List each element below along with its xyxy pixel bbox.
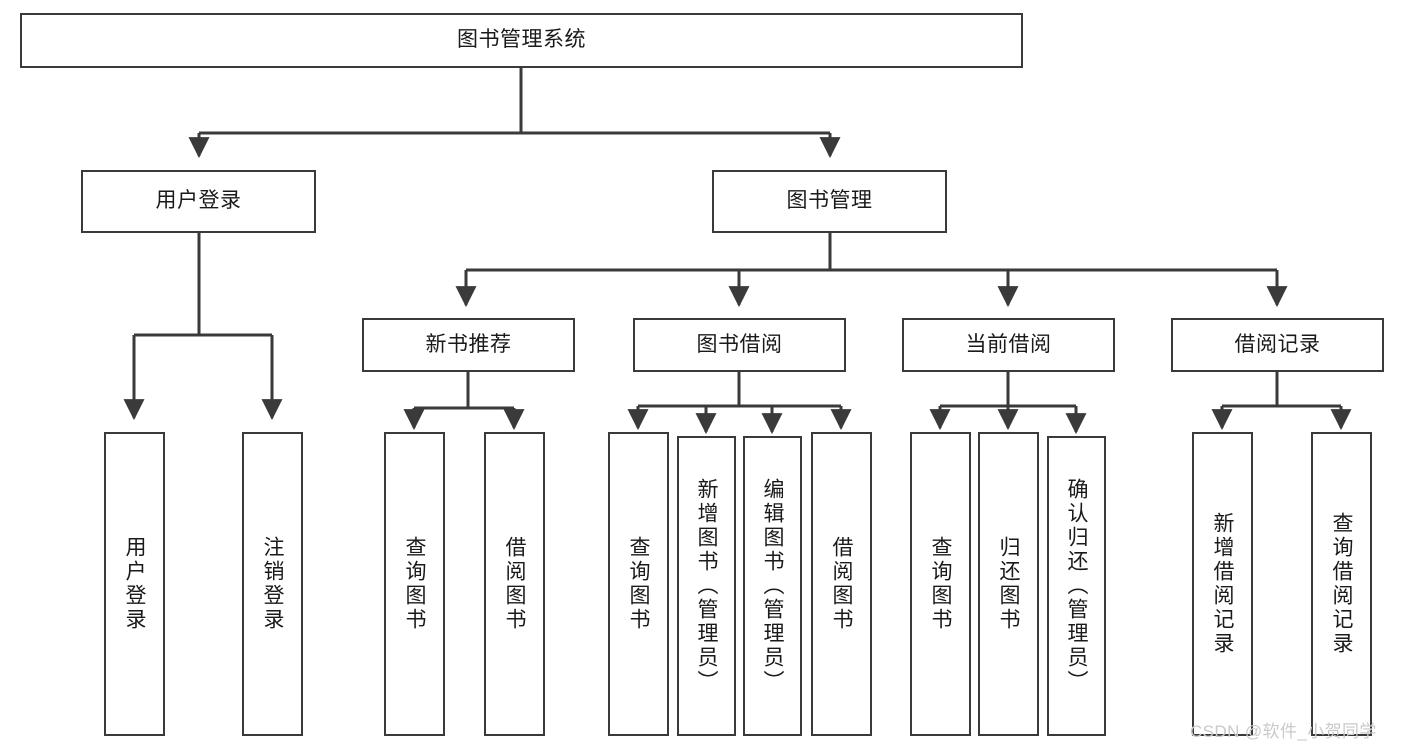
leaf-query-book-recommend[interactable]: 查询图书 (384, 432, 445, 736)
node-label: 查询图书 (929, 536, 952, 632)
node-label: 借阅记录 (1234, 332, 1321, 356)
node-borrow-record[interactable]: 借阅记录 (1171, 318, 1384, 372)
leaf-query-book-borrow[interactable]: 查询图书 (608, 432, 669, 736)
node-new-book-recommend[interactable]: 新书推荐 (362, 318, 575, 372)
leaf-add-borrow-record[interactable]: 新增借阅记录 (1192, 432, 1253, 736)
node-label: 图书管理系统 (457, 28, 586, 52)
node-label: 编辑图书（管理员） (761, 478, 784, 694)
node-label: 查询图书 (627, 536, 650, 632)
leaf-add-book-admin[interactable]: 新增图书（管理员） (677, 436, 736, 736)
node-book-management[interactable]: 图书管理 (712, 170, 947, 233)
node-label: 新增借阅记录 (1211, 512, 1234, 656)
node-book-borrow[interactable]: 图书借阅 (633, 318, 846, 372)
node-label: 新增图书（管理员） (695, 478, 718, 694)
leaf-logout[interactable]: 注销登录 (242, 432, 303, 736)
node-label: 借阅图书 (503, 536, 526, 632)
node-label: 当前借阅 (965, 332, 1052, 356)
leaf-borrow-book[interactable]: 借阅图书 (811, 432, 872, 736)
leaf-edit-book-admin[interactable]: 编辑图书（管理员） (743, 436, 802, 736)
node-label: 用户登录 (155, 189, 242, 213)
leaf-query-borrow-record[interactable]: 查询借阅记录 (1311, 432, 1372, 736)
node-label: 借阅图书 (830, 536, 853, 632)
node-label: 图书管理 (786, 189, 873, 213)
node-label: 图书借阅 (696, 332, 783, 356)
node-label: 用户登录 (123, 536, 146, 632)
node-current-borrow[interactable]: 当前借阅 (902, 318, 1115, 372)
node-label: 查询借阅记录 (1330, 512, 1353, 656)
node-label: 新书推荐 (425, 332, 512, 356)
node-label: 确认归还（管理员） (1065, 478, 1088, 694)
node-label: 注销登录 (261, 536, 284, 632)
leaf-confirm-return-admin[interactable]: 确认归还（管理员） (1047, 436, 1106, 736)
leaf-user-login[interactable]: 用户登录 (104, 432, 165, 736)
leaf-return-book[interactable]: 归还图书 (978, 432, 1039, 736)
node-label: 归还图书 (997, 536, 1020, 632)
node-user-login[interactable]: 用户登录 (81, 170, 316, 233)
leaf-query-book-current[interactable]: 查询图书 (910, 432, 971, 736)
node-label: 查询图书 (403, 536, 426, 632)
leaf-borrow-book-recommend[interactable]: 借阅图书 (484, 432, 545, 736)
node-root[interactable]: 图书管理系统 (20, 13, 1023, 68)
